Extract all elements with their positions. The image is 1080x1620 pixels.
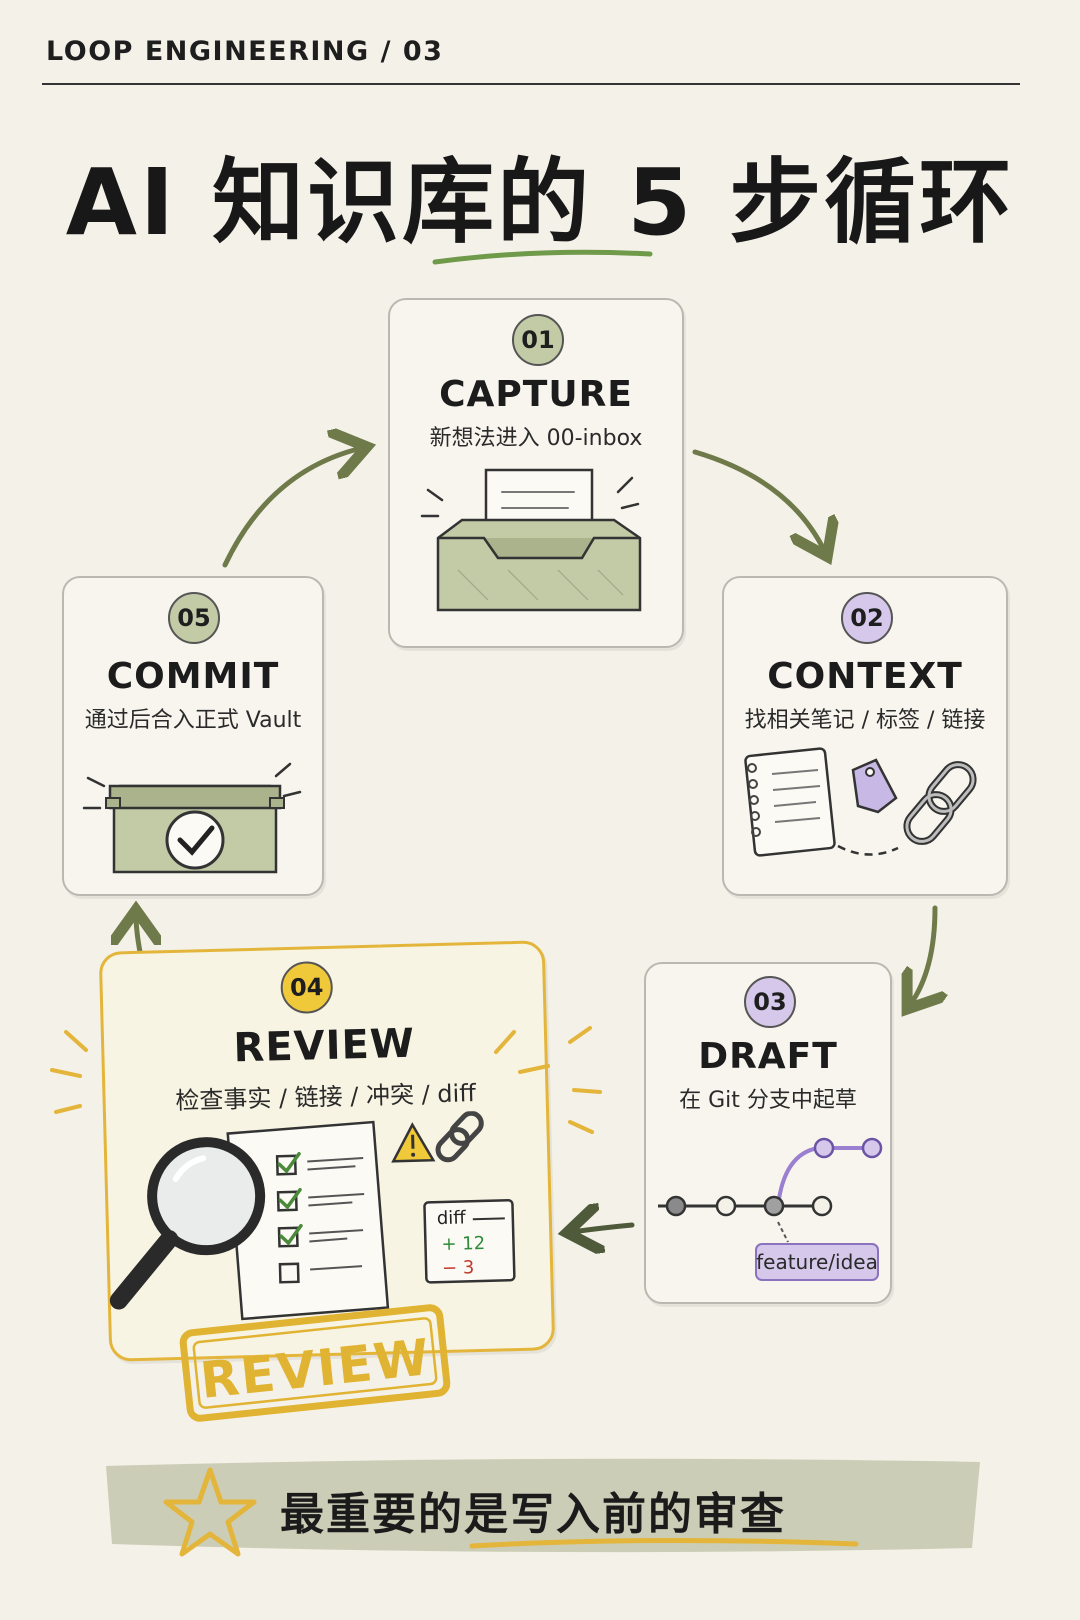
step-card-context: 02 CONTEXT 找相关笔记 / 标签 / 链接 xyxy=(722,576,1008,896)
star-icon xyxy=(163,1467,257,1557)
step-title: CAPTURE xyxy=(439,374,633,415)
arrow-context-to-draft xyxy=(910,905,935,1005)
arrow-commit-to-capture xyxy=(222,448,362,568)
step-description: 新想法进入 00-inbox xyxy=(429,426,643,451)
header-divider xyxy=(42,83,1020,85)
step-description: 找相关笔记 / 标签 / 链接 xyxy=(744,708,986,733)
footer-note: 最重要的是写入前的审查 xyxy=(280,1489,786,1540)
step-number-badge: 03 xyxy=(744,976,796,1028)
branch-label: feature/idea xyxy=(756,1250,878,1274)
arrow-review-to-commit xyxy=(136,915,140,955)
review-stamp: REVIEW xyxy=(179,1304,451,1422)
step-title: DRAFT xyxy=(698,1036,838,1077)
checked-box-icon xyxy=(82,762,302,874)
step-description: 在 Git 分支中起草 xyxy=(679,1088,857,1113)
step-number-badge: 04 xyxy=(280,960,334,1015)
highlight-sparkles xyxy=(50,1026,602,1134)
diff-removed: − 3 xyxy=(442,1257,475,1279)
magnifier-checklist-icon: diff + 12 − 3 xyxy=(109,1110,516,1321)
step-card-review: 04 REVIEW 检查事实 / 链接 / 冲突 / diff xyxy=(98,940,556,1362)
step-number-badge: 01 xyxy=(512,314,564,366)
footer-banner xyxy=(106,1458,980,1557)
step-number-badge: 02 xyxy=(841,592,893,644)
step-title: COMMIT xyxy=(106,656,280,697)
diff-added: + 12 xyxy=(441,1233,485,1255)
notebook-tag-link-icon xyxy=(744,747,977,857)
step-card-commit: 05 COMMIT 通过后合入正式 Vault xyxy=(62,576,324,896)
step-number-badge: 05 xyxy=(168,592,220,644)
step-card-capture: 01 CAPTURE 新想法进入 00-inbox xyxy=(388,298,684,648)
series-label: LOOP ENGINEERING / 03 xyxy=(46,36,444,67)
git-branch-icon: feature/idea xyxy=(658,1137,883,1281)
diff-label: diff xyxy=(437,1207,467,1229)
step-title: CONTEXT xyxy=(767,656,963,697)
step-description: 通过后合入正式 Vault xyxy=(84,708,302,733)
step-card-draft: 03 DRAFT 在 Git 分支中起草 feature/idea xyxy=(644,962,892,1304)
arrow-draft-to-review xyxy=(572,1225,635,1232)
arrow-capture-to-context xyxy=(692,449,825,552)
page-title: AI 知识库的 5 步循环 xyxy=(65,149,1015,256)
inbox-tray-icon xyxy=(420,468,642,612)
